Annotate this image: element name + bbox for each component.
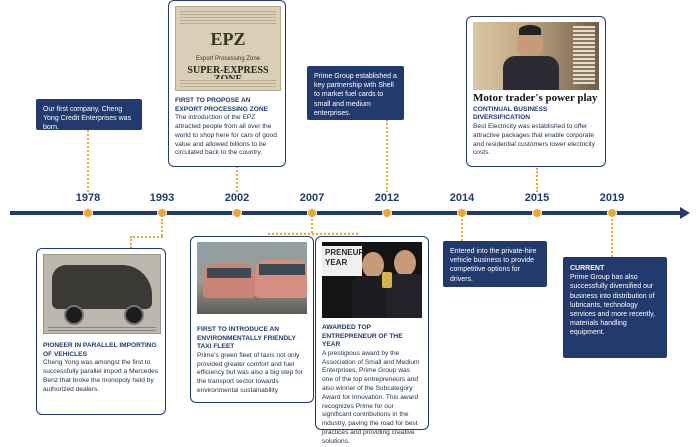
connector-1993-drop: [130, 236, 132, 248]
connector-2012: [386, 120, 388, 192]
event-card-2007-award: PRENEUR YEAR AWARDED TOP ENTREPRENEUR OF…: [315, 236, 429, 445]
event-title-2019: CURRENT: [570, 265, 605, 272]
event-text-2019: Prime Group has also successfully divers…: [570, 274, 656, 337]
connector-2019: [611, 219, 613, 257]
motor-trader-photo: [473, 22, 599, 90]
event-card-2002: EPZ Export Processing Zone SUPER-EXPRESS…: [168, 0, 286, 167]
event-card-2014: Entered into the private-hire vehicle bu…: [443, 241, 547, 287]
event-text-2007-award: A prestigious award by the Association o…: [322, 349, 420, 445]
timeline-dot-2012: [382, 208, 392, 218]
timeline-dot-2007: [307, 208, 317, 218]
timeline-dot-2015: [532, 208, 542, 218]
year-2014: 2014: [449, 192, 475, 204]
event-text-1993: Cheng Yong was amongst the first to succ…: [43, 359, 159, 393]
timeline-axis: [10, 207, 690, 219]
event-title-1993: PIONEER IN PARALLEL IMPORTING OF VEHICLE…: [43, 342, 157, 358]
year-2007: 2007: [299, 192, 325, 204]
event-card-2012: Prime Group established a key partnershi…: [307, 66, 404, 120]
event-text-2015: Best Electricity was established to offe…: [473, 122, 596, 157]
event-title-2015: CONTINUAL BUSINESS DIVERSIFICATION: [473, 105, 548, 122]
event-card-2007-taxi: FIRST TO INTRODUCE AN ENVIRONMENTALLY FR…: [190, 236, 314, 403]
event-text-2007-taxi: Prime's green fleet of taxis not only pr…: [197, 351, 303, 394]
epz-clip-sub: Export Processing Zone: [195, 56, 261, 62]
epz-newspaper-photo: EPZ Export Processing Zone SUPER-EXPRESS…: [175, 6, 281, 91]
event-text-2002: The introduction of the EPZ attracted pe…: [175, 114, 277, 157]
connector-2002: [236, 166, 238, 192]
award-banner-text-2: YEAR: [325, 258, 348, 267]
event-card-1993: PIONEER IN PARALLEL IMPORTING OF VEHICLE…: [36, 248, 166, 415]
year-1993: 1993: [149, 192, 175, 204]
year-2015: 2015: [524, 192, 550, 204]
award-banner-text: PRENEUR: [325, 248, 365, 257]
mercedes-newspaper-photo: [43, 254, 161, 334]
timeline-dot-2014: [457, 208, 467, 218]
year-2019: 2019: [599, 192, 625, 204]
taxi-fleet-photo: [197, 242, 307, 314]
event-title-2007-award: AWARDED TOP ENTREPRENEUR OF THE YEAR: [322, 324, 403, 349]
news-headline: Motor trader's power play: [473, 92, 598, 104]
event-card-1978: Our first company, Cheng Yong Credit Ent…: [36, 99, 142, 132]
event-text-1978: Our first company, Cheng Yong Credit Ent…: [43, 106, 132, 132]
year-1978: 1978: [75, 192, 101, 204]
connector-2015: [536, 168, 538, 192]
connector-1993-h: [130, 236, 163, 238]
event-card-2019: CURRENT Prime Group has also successfull…: [563, 257, 667, 358]
connector-2007-h: [268, 233, 358, 235]
event-title-2002: FIRST TO PROPOSE AN EXPORT PROCESSING ZO…: [175, 97, 269, 113]
connector-1993: [161, 219, 163, 236]
event-card-2015: Motor trader's power play CONTINUAL BUSI…: [466, 16, 606, 167]
timeline-dot-2002: [232, 208, 242, 218]
award-ceremony-photo: PRENEUR YEAR: [322, 242, 422, 318]
timeline-dot-1993: [157, 208, 167, 218]
connector-2014: [461, 219, 463, 241]
timeline-dot-1978: [83, 208, 93, 218]
event-text-2012: Prime Group established a key partnershi…: [314, 73, 397, 117]
connector-1978: [87, 130, 89, 192]
year-2002: 2002: [224, 192, 250, 204]
year-2012: 2012: [374, 192, 400, 204]
event-title-2007-taxi: FIRST TO INTRODUCE AN ENVIRONMENTALLY FR…: [197, 326, 296, 351]
connector-2007: [311, 219, 313, 233]
epz-clip-heading: EPZ: [210, 29, 246, 49]
timeline-dot-2019: [607, 208, 617, 218]
event-text-2014: Entered into the private-hire vehicle bu…: [450, 248, 537, 283]
